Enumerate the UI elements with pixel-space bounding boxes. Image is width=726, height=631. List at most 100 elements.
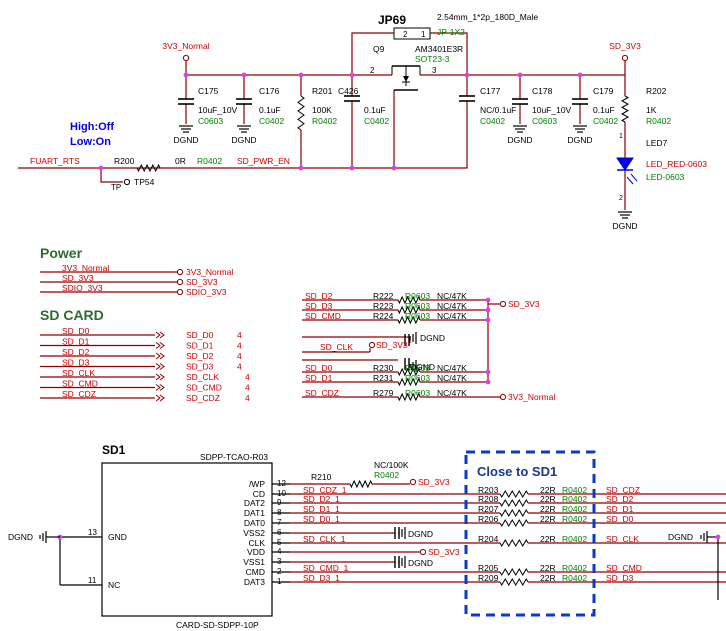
offpage-arrow [155,373,161,381]
power-net-left: SDIO_3V3 [62,283,103,293]
series-inner-net: SD_D1_1 [303,504,340,514]
junction-dot [715,534,721,540]
offpage-arrow [159,342,165,349]
sd1-dgnd-vss1: DGND [408,558,433,568]
series-outer-net: SD_CLK [606,534,639,544]
sdcard-page-ref: 4 [245,383,250,393]
series-outer-net: SD_D0 [606,514,634,524]
r200-ref: R200 [114,156,135,166]
r201-ref: R201 [312,86,333,96]
power-net-right: 3V3_Normal [186,267,233,277]
sd1-ref: SD1 [102,443,126,457]
r202-resistor [620,95,630,123]
c176-ref: C176 [259,86,280,96]
sd1-right-pin-name: VDD [247,547,265,557]
sd1-right-pin-name: DAT0 [244,518,265,528]
series-ref: R209 [478,573,499,583]
series-ref: R208 [478,494,499,504]
ground-label: DGND [612,221,637,231]
vdd-rail: SD_3V3 [428,547,460,557]
led-light [630,173,638,182]
series-inner-net: SD_D0_1 [303,514,340,524]
c178-ref: C178 [532,86,553,96]
pullup-net: SD_D0 [305,363,333,373]
sd1-right-pin-name: DAT1 [244,508,265,518]
sd1-right-pin-num: 2 [277,567,282,576]
series-outer-net: SD_CDZ [606,485,640,495]
sd1-right-pin-num: 8 [277,508,282,517]
series-pkg: R0402 [562,534,587,544]
wire [100,168,123,183]
series-outer-net: SD_CMD [606,563,642,573]
q9-pkg: SOT23-3 [415,54,450,64]
r202-pkg: R0402 [646,116,671,126]
series-resistor [499,509,529,517]
wire [394,101,468,169]
sdcard-net-right: SD_D2 [186,351,214,361]
pullup-resistor [397,392,421,402]
power-title: Power [40,245,83,261]
sd1-right-pin-name: CLK [248,538,265,548]
series-resistor [499,539,529,547]
jp-pin2: 2 [403,30,408,39]
sdcard-page-ref: 4 [237,330,242,340]
pullup-resistor [397,315,421,325]
offpage-arrow [155,342,161,349]
sdcard-net-left: SD_D0 [62,326,90,336]
wire-layer [18,32,726,600]
q9-part: AM3401E3R [415,44,463,54]
series-resistor [499,499,529,507]
pullup-ref: R223 [373,301,394,311]
r202-ref: R202 [646,86,667,96]
pullup-pkg: R0603 [405,363,430,373]
q9-ref: Q9 [373,44,385,54]
sdcard-title: SD CARD [40,307,104,323]
sd1-right-pin-name: DAT3 [244,577,265,587]
offpage-arrow [159,363,165,370]
series-pkg: R0402 [562,514,587,524]
pullup-value: NC/47K [437,388,467,398]
series-value: 22R [540,563,556,573]
junction-dot [485,369,491,375]
sd1-right-pin-num: 1 [277,577,282,586]
pullup-resistor [397,367,421,377]
junction-dot [517,72,523,78]
sdcard-net-right: SD_CDZ [186,393,220,403]
sd1-right-pin-name: CD [253,489,265,499]
c178-pkg: C0603 [532,116,557,126]
series-outer-net: SD_D1 [606,504,634,514]
pullup-net: SD_D2 [305,291,333,301]
jumper-body [393,27,431,40]
pullup-value: NC/47K [437,301,467,311]
series-outer-net: SD_D2 [606,494,634,504]
note-high-off: High:Off [70,121,114,133]
junction-dot [485,297,491,303]
sdcard-net-left: SD_CMD [62,379,98,389]
junction-dot [241,72,247,78]
c179-value: 0.1uF [593,105,615,115]
offpage-arrow [159,373,165,381]
led-pkg: LED-0603 [646,172,685,182]
sd1-dgnd-vss2: DGND [408,529,433,539]
junction-dot [183,72,189,78]
series-value: 22R [540,514,556,524]
c175-ref: C175 [198,86,219,96]
net-port [176,278,184,286]
pullup-pkg: R0603 [405,301,430,311]
series-pkg: R0402 [562,494,587,504]
pullup-value: NC/47K [437,291,467,301]
sd1-right-pin-num: 6 [277,528,282,537]
sd1-right-pin-name: VSS2 [243,528,265,538]
offpage-arrow [155,363,161,370]
offpage-arrow [159,331,165,339]
r201-value: 100K [312,105,332,115]
r210-value: NC/100K [374,460,409,470]
pullup-ref: R230 [373,363,394,373]
tp54-ref: TP54 [134,177,155,187]
pullup-pkg: R0603 [405,291,430,301]
ground-label: DGND [231,135,256,145]
jp-pin1: 1 [421,30,426,39]
sdcard-net-left: SD_CDZ [62,389,96,399]
series-ref: R203 [478,485,499,495]
power-net-right: SDIO_3V3 [186,287,227,297]
